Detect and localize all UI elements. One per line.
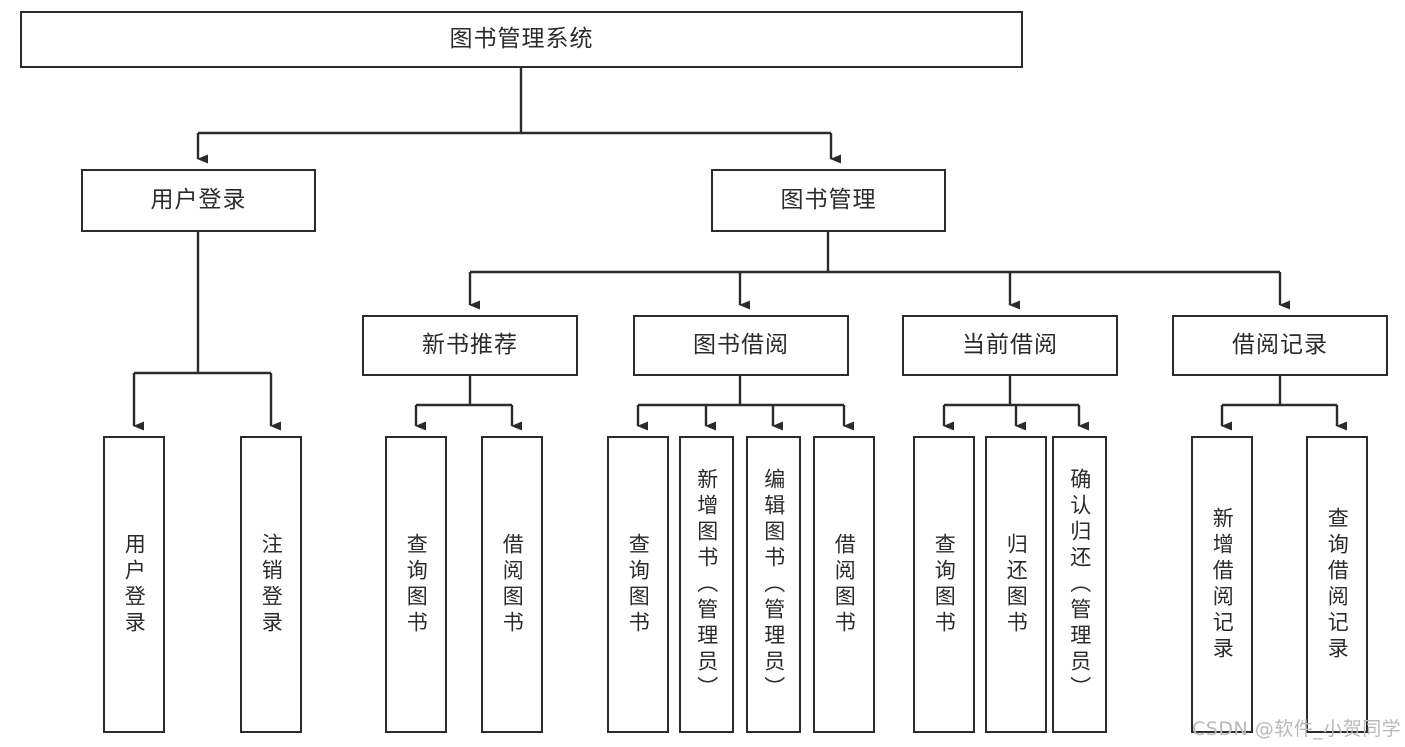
node-leaf-query-book-1-label: 查询图书: [404, 532, 429, 637]
node-root[interactable]: 图书管理系统: [20, 11, 1023, 68]
node-leaf-edit-book[interactable]: 编辑图书（管理员）: [746, 436, 801, 733]
node-leaf-return-book-label: 归还图书: [1004, 532, 1029, 637]
node-leaf-user-login[interactable]: 用户登录: [103, 436, 165, 733]
node-new-book-rec-label: 新书推荐: [422, 331, 518, 358]
node-root-label: 图书管理系统: [449, 25, 594, 52]
node-leaf-add-record[interactable]: 新增借阅记录: [1191, 436, 1253, 733]
node-book-borrow[interactable]: 图书借阅: [633, 315, 849, 376]
node-current-borrow[interactable]: 当前借阅: [902, 315, 1118, 376]
node-book-manage[interactable]: 图书管理: [711, 169, 946, 232]
node-current-borrow-label: 当前借阅: [962, 331, 1058, 358]
node-borrow-record-label: 借阅记录: [1232, 331, 1328, 358]
node-leaf-query-record-label: 查询借阅记录: [1325, 506, 1350, 663]
node-leaf-confirm-return[interactable]: 确认归还（管理员）: [1052, 436, 1107, 733]
node-leaf-query-book-1[interactable]: 查询图书: [385, 436, 447, 733]
node-user-login[interactable]: 用户登录: [81, 169, 316, 232]
node-leaf-query-book-2[interactable]: 查询图书: [607, 436, 669, 733]
node-leaf-confirm-return-label: 确认归还（管理员）: [1067, 467, 1092, 702]
node-leaf-logout[interactable]: 注销登录: [240, 436, 302, 733]
node-leaf-edit-book-label: 编辑图书（管理员）: [761, 467, 786, 702]
node-leaf-query-record[interactable]: 查询借阅记录: [1306, 436, 1368, 733]
node-leaf-borrow-book-1[interactable]: 借阅图书: [481, 436, 543, 733]
node-user-login-label: 用户登录: [150, 186, 247, 213]
node-leaf-borrow-book-1-label: 借阅图书: [500, 532, 525, 637]
node-leaf-user-login-label: 用户登录: [122, 532, 147, 637]
node-borrow-record[interactable]: 借阅记录: [1172, 315, 1388, 376]
node-leaf-add-book-label: 新增图书（管理员）: [694, 467, 719, 702]
node-leaf-query-book-3[interactable]: 查询图书: [913, 436, 975, 733]
node-leaf-add-book[interactable]: 新增图书（管理员）: [679, 436, 734, 733]
node-leaf-return-book[interactable]: 归还图书: [985, 436, 1047, 733]
node-new-book-rec[interactable]: 新书推荐: [362, 315, 578, 376]
node-leaf-query-book-2-label: 查询图书: [626, 532, 651, 637]
node-leaf-logout-label: 注销登录: [259, 532, 284, 637]
node-leaf-add-record-label: 新增借阅记录: [1210, 506, 1235, 663]
node-leaf-borrow-book-2-label: 借阅图书: [832, 532, 857, 637]
node-leaf-query-book-3-label: 查询图书: [932, 532, 957, 637]
node-leaf-borrow-book-2[interactable]: 借阅图书: [813, 436, 875, 733]
node-book-borrow-label: 图书借阅: [693, 331, 789, 358]
node-book-manage-label: 图书管理: [780, 186, 877, 213]
csdn-watermark: CSDN @软件_小贺同学: [1192, 718, 1402, 740]
